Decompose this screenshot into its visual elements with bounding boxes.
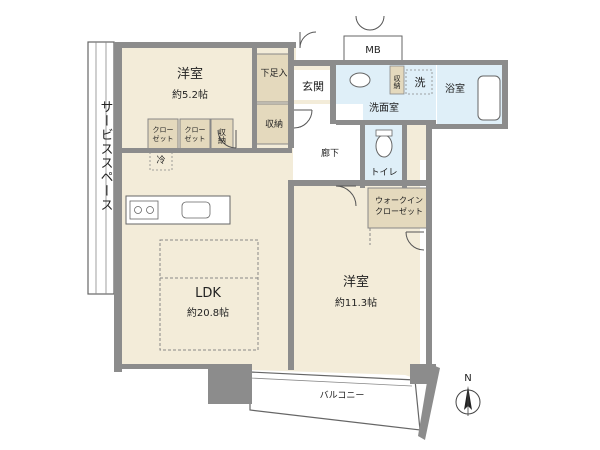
storage-vertical-fill bbox=[389, 65, 405, 95]
entrance-floor bbox=[293, 70, 333, 100]
closet-b-fill bbox=[179, 118, 211, 150]
storage-corner-label: 収納 bbox=[218, 127, 227, 145]
wash-label: 洗 bbox=[415, 76, 426, 89]
western-small-name: 洋室 bbox=[177, 66, 203, 82]
stove bbox=[129, 200, 159, 220]
ldk-name: LDK bbox=[195, 286, 221, 301]
balcony-label: バルコニー bbox=[320, 390, 365, 401]
western-large-name: 洋室 bbox=[343, 274, 369, 290]
ldk-area: 約20.8帖 bbox=[187, 306, 229, 319]
service-space-label: サービススペース bbox=[98, 100, 114, 212]
walk-in-fill bbox=[367, 187, 431, 229]
bath-label: 浴室 bbox=[445, 82, 465, 95]
washroom-label: 洗面室 bbox=[369, 101, 399, 114]
toilet-label: トイレ bbox=[370, 168, 397, 178]
washing-machine bbox=[405, 69, 433, 95]
shoe-storage-fill bbox=[255, 53, 293, 103]
shoe-storage-label: 下足入 bbox=[260, 68, 287, 79]
balcony-area bbox=[249, 371, 421, 431]
hallway-floor bbox=[293, 104, 363, 184]
compass: N bbox=[455, 373, 481, 416]
closet-b-label: クローゼット bbox=[185, 126, 206, 143]
western-large-area: 約11.3帖 bbox=[335, 296, 377, 309]
storage-small-fill bbox=[255, 103, 293, 145]
walls bbox=[114, 42, 508, 440]
toilet-bowl bbox=[375, 134, 393, 158]
sink bbox=[181, 201, 211, 219]
wash-basin bbox=[349, 72, 371, 88]
service-space-area bbox=[87, 41, 115, 295]
western-small-area: 約5.2帖 bbox=[172, 88, 208, 101]
fridge-space bbox=[149, 149, 173, 171]
ldk-area-outline bbox=[159, 239, 259, 351]
entrance-label: 玄関 bbox=[302, 79, 324, 93]
storage-vertical-label: 収納 bbox=[393, 75, 401, 90]
closet-a-label: クローゼット bbox=[153, 126, 174, 143]
bathtub bbox=[477, 75, 501, 121]
fridge-label: 冷 bbox=[156, 154, 165, 166]
compass-north-label: N bbox=[464, 373, 471, 384]
doors bbox=[217, 15, 425, 251]
mb-label: MB bbox=[365, 45, 381, 56]
hallway-label: 廊下 bbox=[321, 147, 339, 159]
closet-a-fill bbox=[147, 118, 179, 150]
storage-small-label: 収納 bbox=[265, 118, 283, 130]
